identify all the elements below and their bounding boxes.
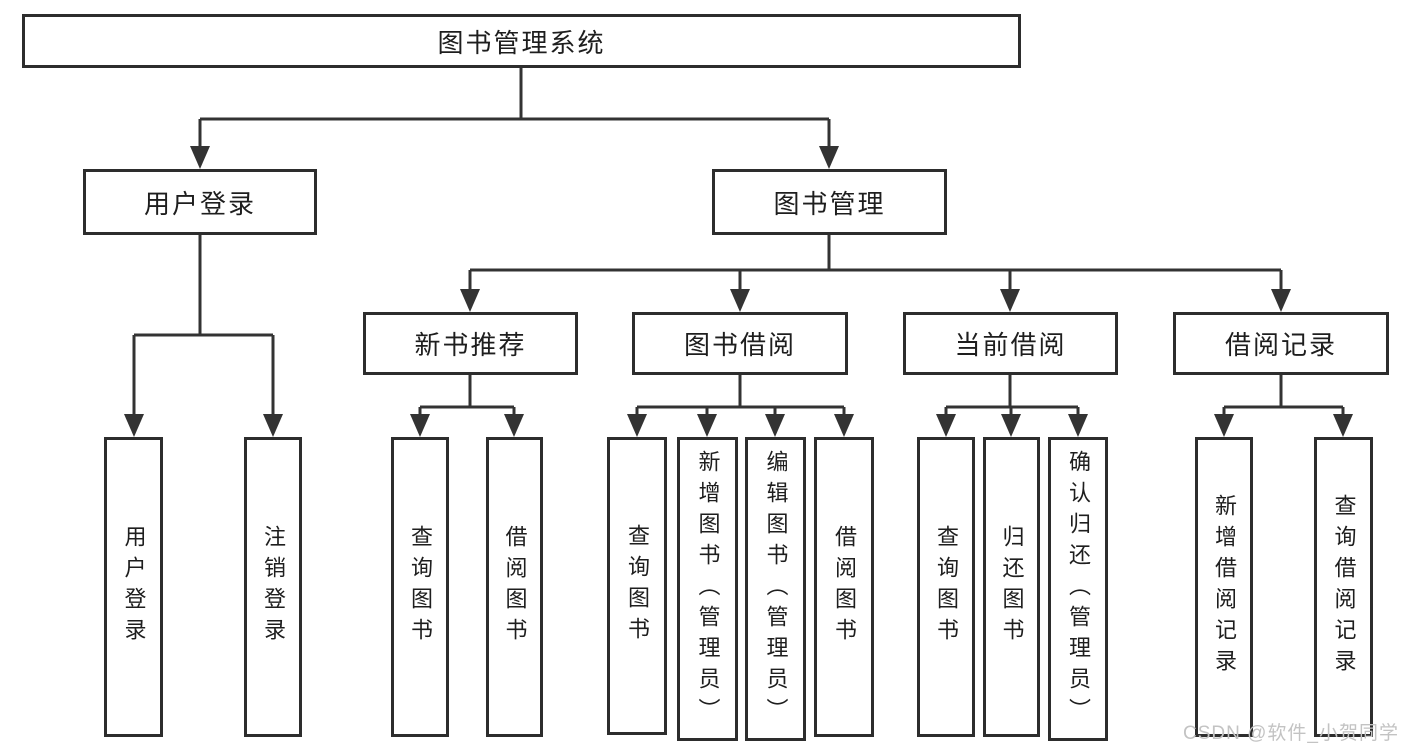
node-user-login: 用户登录: [83, 169, 317, 235]
node-label: 图书管理: [773, 188, 886, 219]
connector-book-borrow: [627, 375, 854, 437]
arrowhead: [1068, 414, 1088, 437]
node-label: 当前借阅: [954, 330, 1067, 360]
node-label: 借阅图书: [502, 525, 528, 649]
node-label: 归还图书: [999, 525, 1025, 649]
arrowhead: [765, 414, 785, 437]
connector-root: [190, 66, 839, 169]
arrowhead: [1000, 289, 1020, 312]
node-root: 图书管理系统: [22, 14, 1021, 68]
connector-current-borrow: [936, 375, 1088, 437]
leaf-query-books-borrow: 查询图书: [607, 437, 667, 735]
arrowhead: [1271, 289, 1291, 312]
node-label: 用户登录: [143, 188, 256, 219]
node-book-management: 图书管理: [712, 169, 947, 235]
arrowhead: [697, 414, 717, 437]
leaf-edit-books-admin: 编辑图书（管理员）: [745, 437, 806, 741]
leaf-add-borrow-record: 新增借阅记录: [1195, 437, 1253, 737]
leaf-borrow-books: 借阅图书: [814, 437, 874, 737]
arrowhead: [190, 146, 210, 169]
arrowhead: [730, 289, 750, 312]
arrowhead: [504, 414, 524, 437]
arrowhead: [1333, 414, 1353, 437]
node-label: 用户登录: [121, 525, 147, 649]
node-label: 新增借阅记录: [1212, 494, 1237, 680]
node-label: 图书管理系统: [437, 27, 606, 58]
arrowhead: [834, 414, 854, 437]
watermark: CSDN @软件_小贺同学: [1183, 723, 1399, 744]
leaf-borrow-books-recommend: 借阅图书: [486, 437, 543, 737]
leaf-user-login: 用户登录: [104, 437, 163, 737]
leaf-query-borrow-record: 查询借阅记录: [1314, 437, 1373, 737]
arrowhead: [410, 414, 430, 437]
node-label: 确认归还（管理员）: [1066, 449, 1091, 729]
arrowhead: [936, 414, 956, 437]
node-label: 新增图书（管理员）: [695, 449, 721, 729]
node-label: 新书推荐: [414, 330, 527, 360]
arrowhead: [1214, 414, 1234, 437]
node-label: 查询图书: [934, 525, 959, 649]
node-label: 图书借阅: [683, 330, 796, 360]
leaf-return-books: 归还图书: [983, 437, 1040, 737]
arrowhead: [1001, 414, 1021, 437]
node-label: 借阅图书: [832, 525, 857, 649]
arrowhead: [124, 414, 144, 437]
arrowhead: [627, 414, 647, 437]
node-label: 借阅记录: [1224, 330, 1337, 360]
connector-book-management: [460, 235, 1291, 312]
arrowhead: [819, 146, 839, 169]
node-borrow-records: 借阅记录: [1173, 312, 1389, 375]
leaf-confirm-return-admin: 确认归还（管理员）: [1048, 437, 1108, 741]
connector-user-login: [124, 235, 283, 437]
node-current-borrow: 当前借阅: [903, 312, 1118, 375]
connector-borrow-records: [1214, 375, 1353, 437]
leaf-logout: 注销登录: [244, 437, 302, 737]
node-label: 查询借阅记录: [1331, 494, 1357, 680]
leaf-query-books-recommend: 查询图书: [391, 437, 449, 737]
node-label: 查询图书: [408, 525, 433, 649]
leaf-add-books-admin: 新增图书（管理员）: [677, 437, 738, 741]
node-label: 注销登录: [261, 525, 286, 649]
node-book-borrow: 图书借阅: [632, 312, 848, 375]
arrowhead: [263, 414, 283, 437]
node-new-book-recommend: 新书推荐: [363, 312, 578, 375]
connector-new-book-recommend: [410, 375, 524, 437]
leaf-query-books-current: 查询图书: [917, 437, 975, 737]
node-label: 编辑图书（管理员）: [763, 449, 789, 729]
node-label: 查询图书: [625, 524, 650, 648]
arrowhead: [460, 289, 480, 312]
